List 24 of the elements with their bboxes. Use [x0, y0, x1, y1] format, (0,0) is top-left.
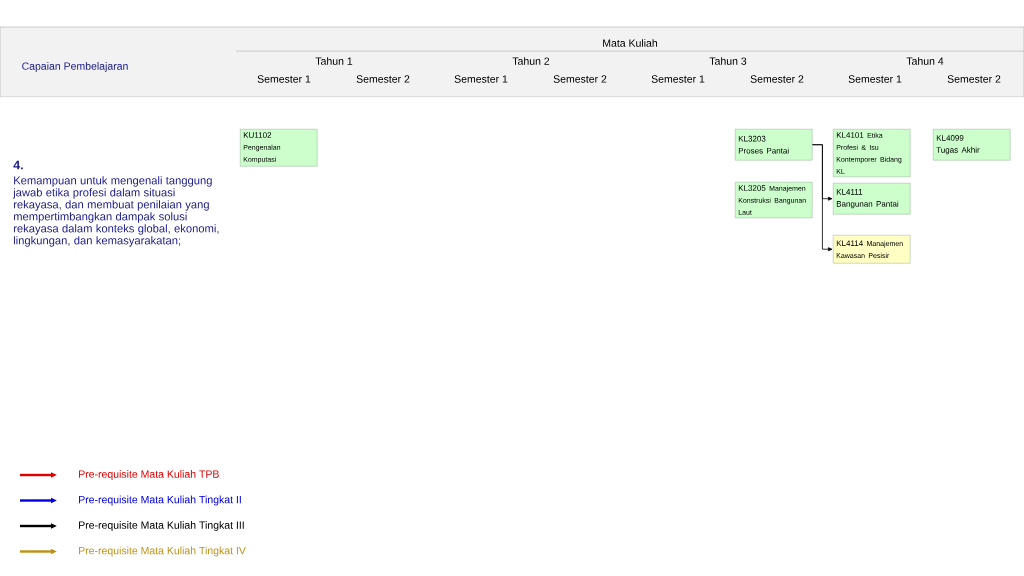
legend-label: Pre-requisite Mata Kuliah Tingkat III	[79, 521, 244, 531]
column-header: Semester 1	[848, 75, 902, 83]
legend-label: Pre-requisite Mata Kuliah Tingkat IV	[79, 546, 246, 557]
column-header: Semester 1	[651, 75, 705, 83]
column-header: Semester 2	[750, 75, 804, 83]
arrow	[812, 144, 833, 252]
legend-label: Pre-requisite Mata Kuliah TPB	[79, 470, 219, 480]
course-box: KL3203 Proses Pantai	[735, 129, 813, 161]
column-header: Semester 1	[257, 75, 311, 83]
legend-label: Pre-requisite Mata Kuliah Tingkat II	[79, 495, 241, 506]
column-header: Semester 2	[356, 75, 410, 83]
course-box: KL4111 Bangunan Pantai	[833, 183, 911, 215]
row-header: Capaian Pembelajaran	[22, 62, 128, 72]
course-box: KL4099 Tugas Akhir	[933, 129, 1011, 161]
outcome-number: 4.	[13, 160, 23, 170]
outcome-text: Kemampuan untuk mengenali tanggung jawab etika profesi dalam situasi rekayasa, dan membuat penilaian yang mempertimbangkan dampak solusi rekayasa dalam konteks global, ekonomi, lingkungan, dan kemasyarakatan;	[12, 176, 219, 247]
column-header: Tahun 4	[906, 57, 944, 65]
column-header: Tahun 1	[315, 57, 353, 65]
column-header: Semester 1	[454, 75, 508, 83]
column-header: Tahun 3	[709, 57, 747, 65]
column-header: Tahun 2	[512, 57, 550, 65]
column-header: Semester 2	[553, 75, 607, 83]
column-header: Mata Kuliah	[603, 39, 658, 47]
column-header: Semester 2	[947, 75, 1001, 83]
